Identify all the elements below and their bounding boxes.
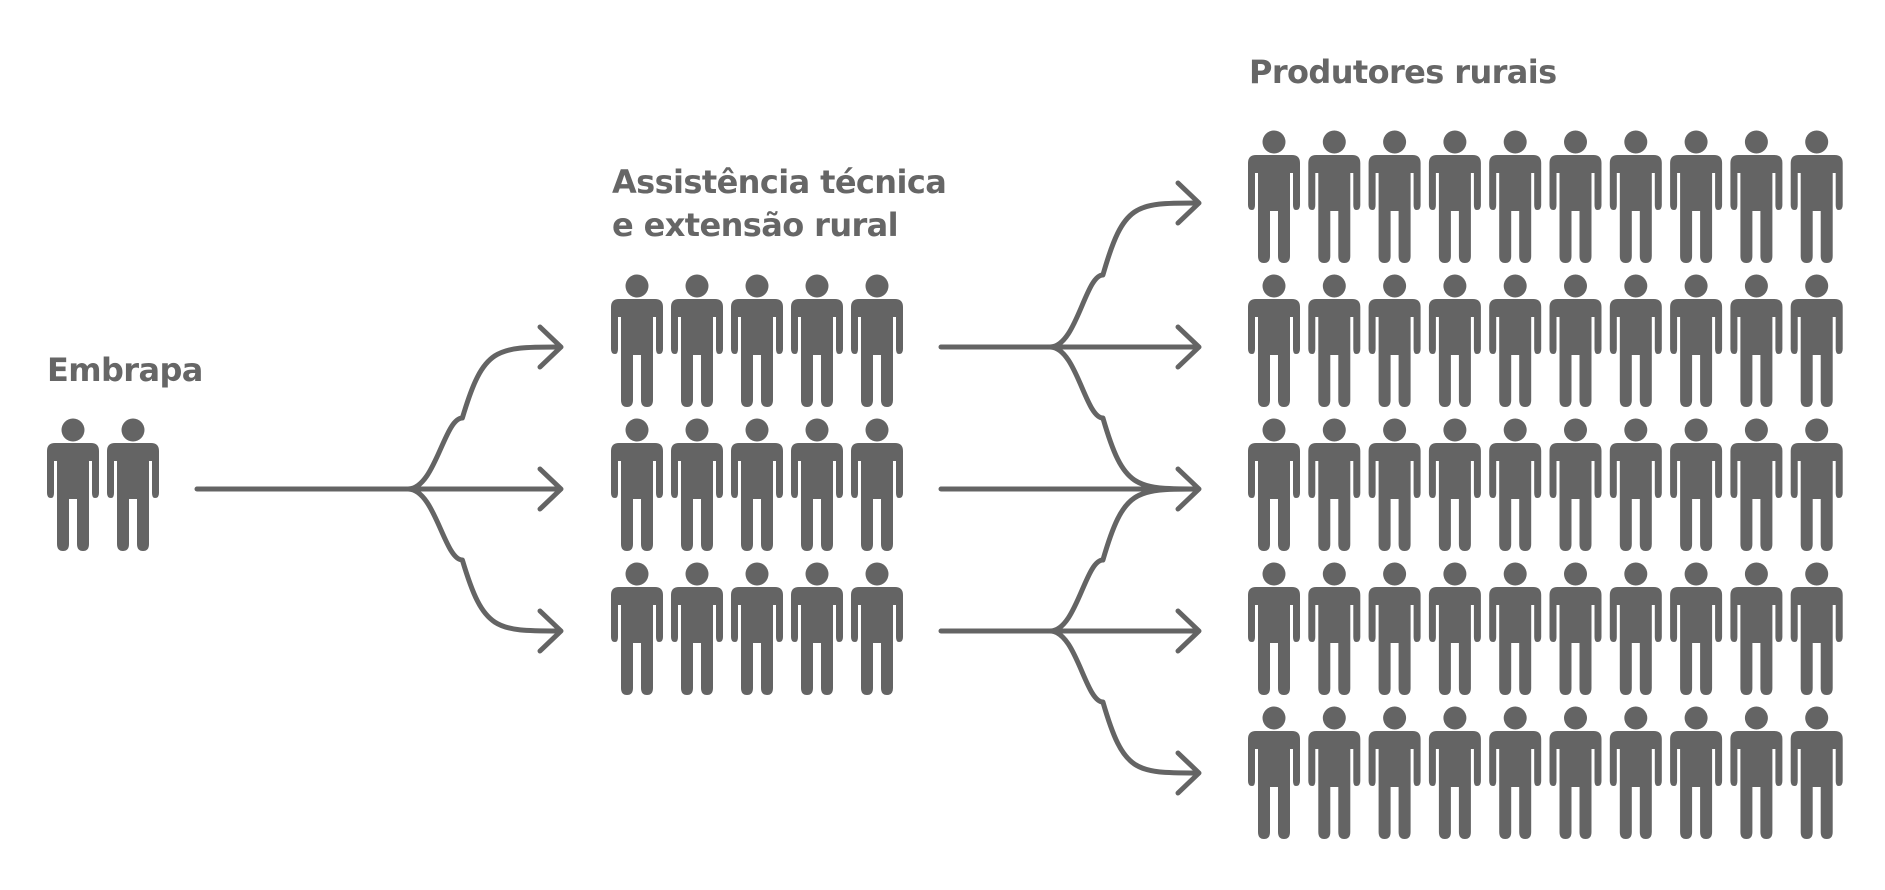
assistencia-label-line-2: e extensão rural — [612, 206, 899, 244]
person-icon — [611, 562, 663, 695]
person-icon — [1609, 562, 1662, 695]
person-icon — [791, 274, 843, 407]
person-icon — [1368, 130, 1421, 263]
flow-branch — [405, 486, 562, 634]
embrapa-label: Embrapa — [47, 351, 203, 389]
person-icon — [1790, 706, 1843, 839]
arrowhead-icon — [1175, 608, 1202, 654]
flow-branch — [1047, 200, 1200, 350]
flow-arrows — [194, 180, 1202, 796]
person-icon — [611, 274, 663, 407]
person-icon — [791, 418, 843, 551]
person-icon — [731, 562, 783, 695]
person-icon — [1549, 562, 1602, 695]
person-icon — [1308, 274, 1361, 407]
person-icon — [1609, 130, 1662, 263]
person-icon — [1489, 130, 1542, 263]
person-icon — [1368, 706, 1421, 839]
person-icon — [1790, 562, 1843, 695]
person-icon — [1248, 706, 1300, 839]
person-icon — [1248, 562, 1300, 695]
flow-branch — [405, 344, 562, 492]
people-figures — [47, 130, 1843, 839]
flow-embrapa-to-assistencia — [194, 324, 564, 654]
person-icon — [1308, 130, 1361, 263]
person-icon — [1489, 706, 1542, 839]
assistencia-label-line-1: Assistência técnica — [612, 163, 947, 201]
person-icon — [851, 418, 903, 551]
person-icon — [1609, 706, 1662, 839]
person-icon — [851, 562, 903, 695]
person-icon — [1368, 562, 1421, 695]
person-icon — [1428, 418, 1481, 551]
person-icon — [1790, 274, 1843, 407]
person-icon — [1549, 706, 1602, 839]
person-icon — [1549, 130, 1602, 263]
arrowhead-icon — [537, 466, 564, 512]
arrowhead-icon — [1175, 180, 1202, 226]
person-icon — [1790, 418, 1843, 551]
person-icon — [851, 274, 903, 407]
person-icon — [107, 418, 159, 551]
person-icon — [1428, 706, 1481, 839]
flow-branch — [1047, 486, 1200, 634]
person-icon — [1670, 274, 1723, 407]
person-icon — [1670, 706, 1723, 839]
person-icon — [1428, 274, 1481, 407]
arrowhead-icon — [537, 608, 564, 654]
person-icon — [791, 562, 843, 695]
person-icon — [1308, 562, 1361, 695]
flow-branch — [1047, 344, 1200, 492]
flow-branch — [1047, 628, 1200, 776]
person-icon — [1730, 274, 1783, 407]
person-icon — [1730, 562, 1783, 695]
person-icon — [1730, 130, 1783, 263]
person-icon — [1730, 706, 1783, 839]
produtores-people — [1248, 130, 1843, 839]
embrapa-people — [47, 418, 159, 551]
person-icon — [1609, 418, 1662, 551]
person-icon — [1670, 562, 1723, 695]
arrowhead-icon — [537, 324, 564, 370]
person-icon — [1248, 274, 1300, 407]
person-icon — [731, 274, 783, 407]
person-icon — [671, 274, 723, 407]
person-icon — [1308, 418, 1361, 551]
person-icon — [1368, 274, 1421, 407]
person-icon — [1790, 130, 1843, 263]
person-icon — [1248, 418, 1300, 551]
arrowhead-icon — [1175, 750, 1202, 796]
person-icon — [1308, 706, 1361, 839]
person-icon — [1248, 130, 1300, 263]
person-icon — [731, 418, 783, 551]
produtores-label: Produtores rurais — [1249, 53, 1557, 91]
person-icon — [1670, 130, 1723, 263]
person-icon — [1549, 418, 1602, 551]
person-icon — [1670, 418, 1723, 551]
person-icon — [1489, 274, 1542, 407]
arrowhead-icon — [1175, 466, 1202, 512]
assistencia-people — [611, 274, 903, 695]
person-icon — [1489, 418, 1542, 551]
person-icon — [611, 418, 663, 551]
person-icon — [1549, 274, 1602, 407]
person-icon — [671, 562, 723, 695]
person-icon — [47, 418, 99, 551]
person-icon — [1428, 562, 1481, 695]
flow-assistencia-to-produtores — [938, 180, 1202, 796]
person-icon — [1609, 274, 1662, 407]
person-icon — [671, 418, 723, 551]
person-icon — [1489, 562, 1542, 695]
person-icon — [1428, 130, 1481, 263]
person-icon — [1368, 418, 1421, 551]
arrowhead-icon — [1175, 324, 1202, 370]
person-icon — [1730, 418, 1783, 551]
